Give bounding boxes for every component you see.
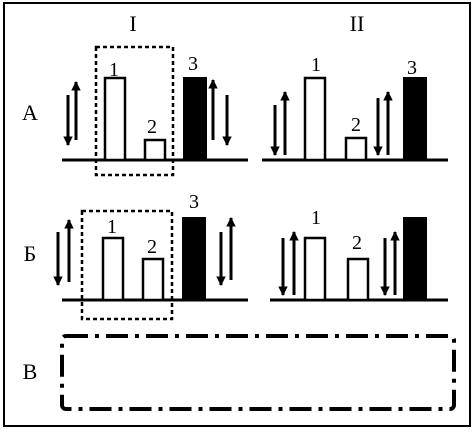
empty-answer-box: [60, 334, 456, 411]
column-header-I: I: [129, 11, 136, 36]
bar-3: [182, 217, 206, 301]
bar-label-3: 3: [407, 57, 417, 79]
bar-3: [403, 77, 427, 161]
bar-1: [303, 236, 327, 302]
bar-2: [141, 257, 165, 302]
bar-1: [103, 76, 127, 162]
outer-frame: [3, 2, 471, 427]
panel-B-I: 1 2 3: [53, 191, 248, 321]
row-label-A: А: [22, 100, 38, 125]
bar-label-2: 2: [147, 116, 157, 138]
column-header-II: II: [350, 11, 365, 36]
bar-label-3: 3: [189, 191, 199, 213]
bar-label-2: 2: [351, 114, 361, 136]
bar-3: [403, 217, 427, 301]
panel-B-II: 1 2: [270, 207, 448, 302]
row-label-B: Б: [24, 241, 37, 266]
bar-2: [143, 138, 167, 162]
bar-2: [344, 136, 368, 162]
bar-label-1: 1: [311, 54, 321, 76]
bar-1: [101, 236, 125, 302]
bar-label-1: 1: [311, 207, 321, 229]
bar-label-1: 1: [107, 216, 117, 238]
bar-label-2: 2: [352, 232, 362, 254]
bar-label-3: 3: [188, 53, 198, 75]
panel-A-I: 1 2 3: [62, 45, 248, 177]
bar-1: [303, 76, 327, 162]
bar-2: [346, 257, 370, 302]
selection-box: [94, 45, 175, 177]
row-label-V: В: [23, 359, 38, 384]
bar-label-2: 2: [147, 236, 157, 258]
panel-A-II: 1 2 3: [262, 54, 448, 162]
bar-3: [183, 77, 207, 161]
selection-box: [80, 209, 174, 321]
bar-label-1: 1: [109, 59, 119, 81]
